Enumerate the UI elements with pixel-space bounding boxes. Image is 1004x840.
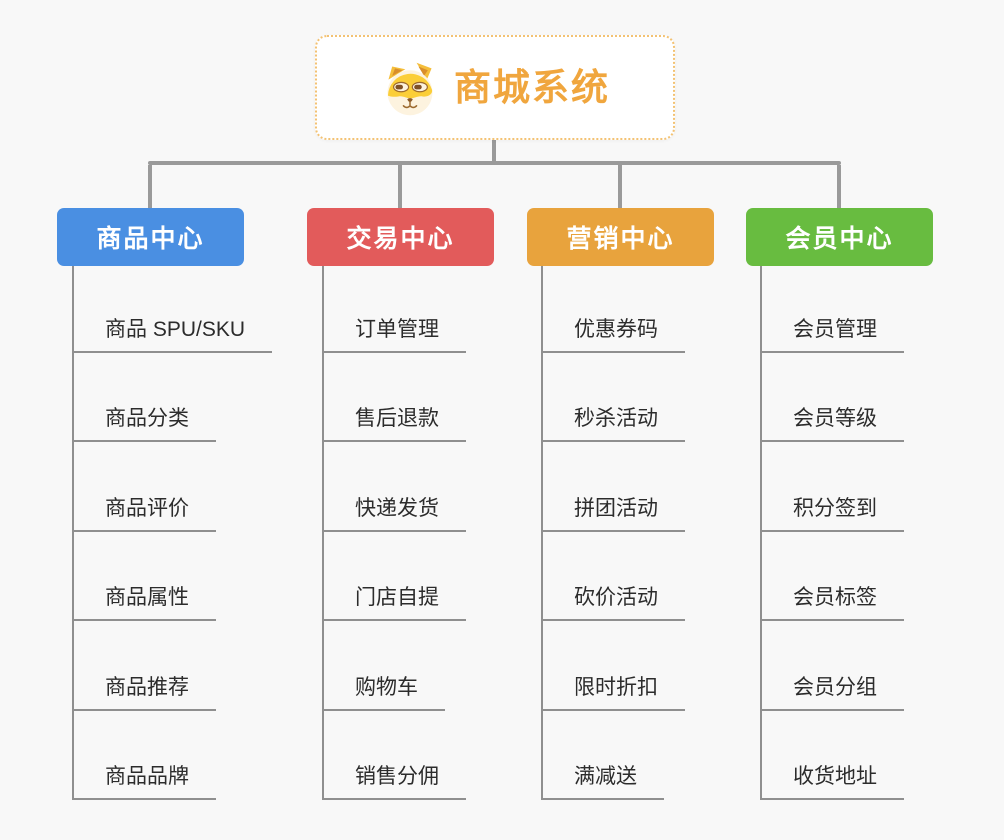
leaf-node-shopping-cart[interactable]: 购物车 [322,669,445,711]
leaf-node-bargain-activity[interactable]: 砍价活动 [541,579,685,621]
leaf-node-member-group[interactable]: 会员分组 [760,669,904,711]
leaf-node-store-pickup[interactable]: 门店自提 [322,579,466,621]
leaf-node-product-brand[interactable]: 商品品牌 [72,758,216,800]
branch-node-member-center[interactable]: 会员中心 [746,208,933,266]
branch-trunk-line [72,266,74,800]
branch-trunk-line [541,266,543,800]
branch-trunk-line [322,266,324,800]
connector-root-stem [492,140,496,163]
leaf-node-member-level[interactable]: 会员等级 [760,400,904,442]
leaf-node-shipping-address[interactable]: 收货地址 [760,758,904,800]
leaf-node-product-attribute[interactable]: 商品属性 [72,579,216,621]
connector-drop-marketing [618,165,622,208]
branch-node-product-center[interactable]: 商品中心 [57,208,244,266]
leaf-node-member-tag[interactable]: 会员标签 [760,579,904,621]
leaf-node-sales-commission[interactable]: 销售分佣 [322,758,466,800]
leaf-node-express-delivery[interactable]: 快递发货 [322,490,466,532]
connector-horizontal-rail [148,161,841,165]
leaf-node-limited-time-discount[interactable]: 限时折扣 [541,669,685,711]
leaf-node-product-recommend[interactable]: 商品推荐 [72,669,216,711]
dog-face-icon [387,62,433,115]
leaf-node-group-buying[interactable]: 拼团活动 [541,490,685,532]
root-title: 商城系统 [454,67,610,108]
leaf-node-spend-save[interactable]: 满减送 [541,758,664,800]
leaf-node-flash-sale[interactable]: 秒杀活动 [541,400,685,442]
branch-trunk-line [760,266,762,800]
connector-drop-trade [398,165,402,208]
leaf-node-member-management[interactable]: 会员管理 [760,311,904,353]
leaf-node-order-management[interactable]: 订单管理 [322,311,466,353]
leaf-node-coupon-code[interactable]: 优惠券码 [541,311,685,353]
leaf-node-product-category[interactable]: 商品分类 [72,400,216,442]
branch-node-trade-center[interactable]: 交易中心 [307,208,494,266]
connector-drop-product [148,165,152,208]
leaf-node-aftersale-refund[interactable]: 售后退款 [322,400,466,442]
branch-node-marketing-center[interactable]: 营销中心 [527,208,714,266]
leaf-node-product-review[interactable]: 商品评价 [72,490,216,532]
connector-drop-member [837,165,841,208]
leaf-node-product-spu-sku[interactable]: 商品 SPU/SKU [72,311,273,353]
root-node[interactable]: 商城系统 [315,35,675,140]
leaf-node-points-checkin[interactable]: 积分签到 [760,490,904,532]
